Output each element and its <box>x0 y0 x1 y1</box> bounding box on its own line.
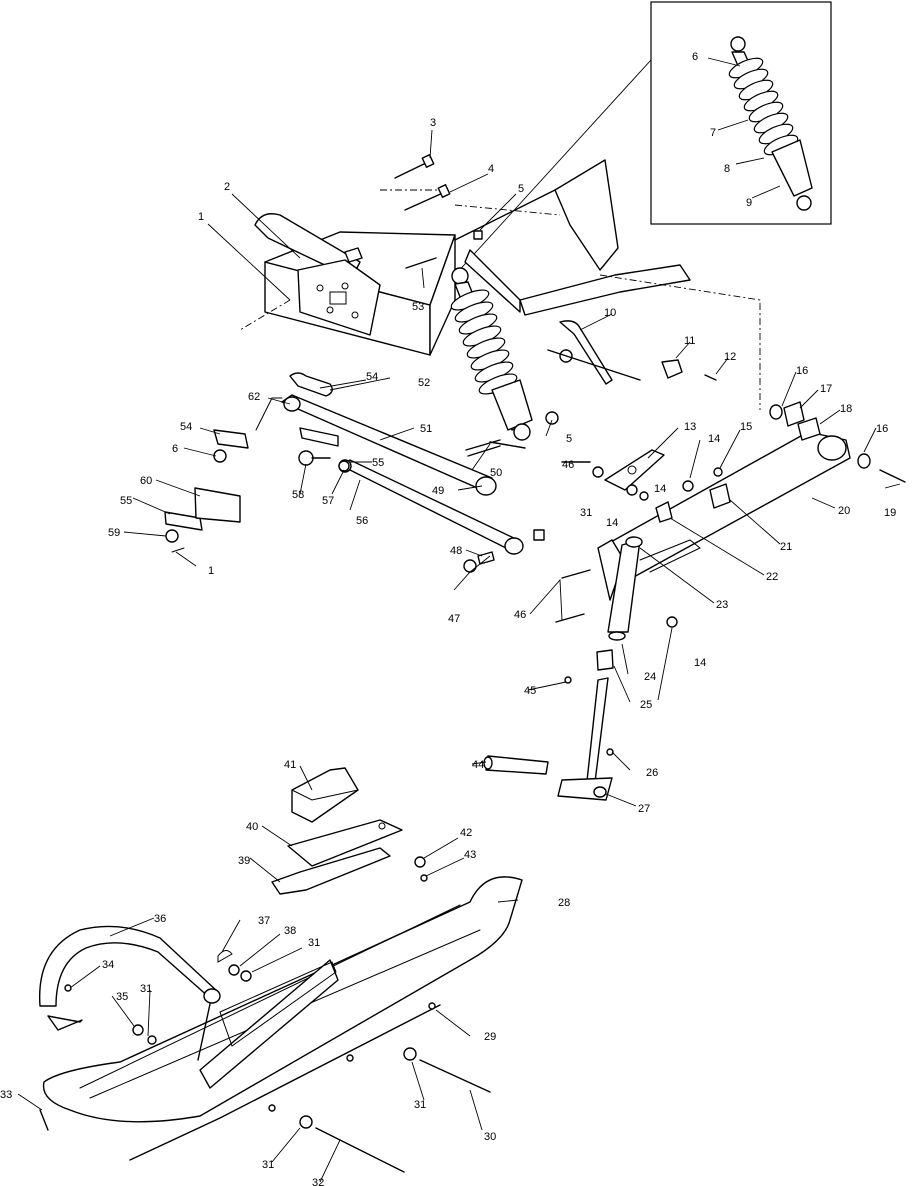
callout-9: 9 <box>746 197 752 209</box>
callout-1: 1 <box>198 211 204 223</box>
callout-8: 8 <box>724 163 730 175</box>
callout-32: 32 <box>312 1177 324 1186</box>
trailing-arm <box>599 431 851 579</box>
callout-31b: 31 <box>262 1159 274 1171</box>
callout-15: 15 <box>740 421 752 433</box>
callout-14c: 14 <box>694 657 706 669</box>
callout-31a: 31 <box>414 1099 426 1111</box>
callout-13: 13 <box>684 421 696 433</box>
callout-1b: 1 <box>208 565 214 577</box>
callout-54b: 54 <box>180 421 192 433</box>
callout-46a: 46 <box>562 459 574 471</box>
callout-17: 17 <box>820 383 832 395</box>
callout-39: 39 <box>238 855 250 867</box>
inset-shock-absorber <box>728 36 813 211</box>
callout-14d: 14 <box>654 483 666 495</box>
callout-26: 26 <box>646 767 658 779</box>
callout-60: 60 <box>140 475 152 487</box>
callout-29: 29 <box>484 1031 496 1043</box>
callout-10: 10 <box>604 307 616 319</box>
callout-45: 45 <box>524 685 536 697</box>
callout-55a: 55 <box>372 457 384 469</box>
callout-51: 51 <box>420 423 432 435</box>
callout-58: 58 <box>292 489 304 501</box>
callout-48: 48 <box>450 545 462 557</box>
callout-21: 21 <box>780 541 792 553</box>
shock-detail-inset <box>454 1 832 276</box>
callout-31c: 31 <box>308 937 320 949</box>
callout-37: 37 <box>258 915 270 927</box>
callout-28: 28 <box>558 897 570 909</box>
callout-4: 4 <box>488 163 494 175</box>
callout-20: 20 <box>838 505 850 517</box>
callout-3: 3 <box>430 117 436 129</box>
upper-bolts <box>344 154 483 269</box>
callout-30: 30 <box>484 1131 496 1143</box>
callout-14a: 14 <box>708 433 720 445</box>
steering-arm <box>489 411 723 501</box>
callout-31d: 31 <box>140 983 152 995</box>
ski-hardware <box>39 856 491 1173</box>
callout-labels: 1 2 3 4 5 6 7 8 9 10 11 12 13 14 14 14 1… <box>0 51 896 1186</box>
callout-24: 24 <box>644 671 656 683</box>
callout-23: 23 <box>716 599 728 611</box>
callout-50: 50 <box>490 467 502 479</box>
callout-43: 43 <box>464 849 476 861</box>
callout-6b: 6 <box>172 443 178 455</box>
callout-40: 40 <box>246 821 258 833</box>
callout-14b: 14 <box>606 517 618 529</box>
callout-41: 41 <box>284 759 296 771</box>
callout-6: 6 <box>692 51 698 63</box>
callout-11: 11 <box>684 335 695 347</box>
ski-loop <box>38 925 221 1061</box>
callout-44: 44 <box>472 759 484 771</box>
ski-saddle-parts <box>271 767 403 895</box>
tie-rod-bar <box>547 320 717 385</box>
shock-absorber <box>450 267 533 441</box>
callout-62: 62 <box>248 391 260 403</box>
callout-16b: 16 <box>876 423 888 435</box>
ski <box>42 876 523 1161</box>
callout-31e: 31 <box>580 507 592 519</box>
callout-33: 33 <box>0 1089 12 1101</box>
spindle-assembly <box>483 536 678 801</box>
callout-56: 56 <box>356 515 368 527</box>
callout-12: 12 <box>724 351 736 363</box>
callout-7: 7 <box>710 127 716 139</box>
callout-52: 52 <box>418 377 430 389</box>
callout-22: 22 <box>766 571 778 583</box>
callout-59: 59 <box>108 527 120 539</box>
callout-18: 18 <box>840 403 852 415</box>
inset-spring-coils <box>728 57 799 156</box>
callout-19: 19 <box>884 507 896 519</box>
callout-25: 25 <box>640 699 652 711</box>
callout-57: 57 <box>322 495 334 507</box>
chassis-frame <box>239 159 761 410</box>
callout-49: 49 <box>432 485 444 497</box>
callout-27: 27 <box>638 803 650 815</box>
callout-55b: 55 <box>120 495 132 507</box>
callout-53: 53 <box>412 301 424 313</box>
callout-36: 36 <box>154 913 166 925</box>
callout-54a: 54 <box>366 371 378 383</box>
callout-5: 5 <box>518 183 524 195</box>
right-bushings <box>769 401 906 483</box>
callout-34: 34 <box>102 959 114 971</box>
callout-42: 42 <box>460 827 472 839</box>
callout-35: 35 <box>116 991 128 1003</box>
callout-5b: 5 <box>566 433 572 445</box>
radius-rods <box>164 372 545 573</box>
callout-16a: 16 <box>796 365 808 377</box>
callout-38: 38 <box>284 925 296 937</box>
callout-47: 47 <box>448 613 460 625</box>
leader-lines <box>17 57 901 1183</box>
callout-46b: 46 <box>514 609 526 621</box>
callout-2: 2 <box>224 181 230 193</box>
